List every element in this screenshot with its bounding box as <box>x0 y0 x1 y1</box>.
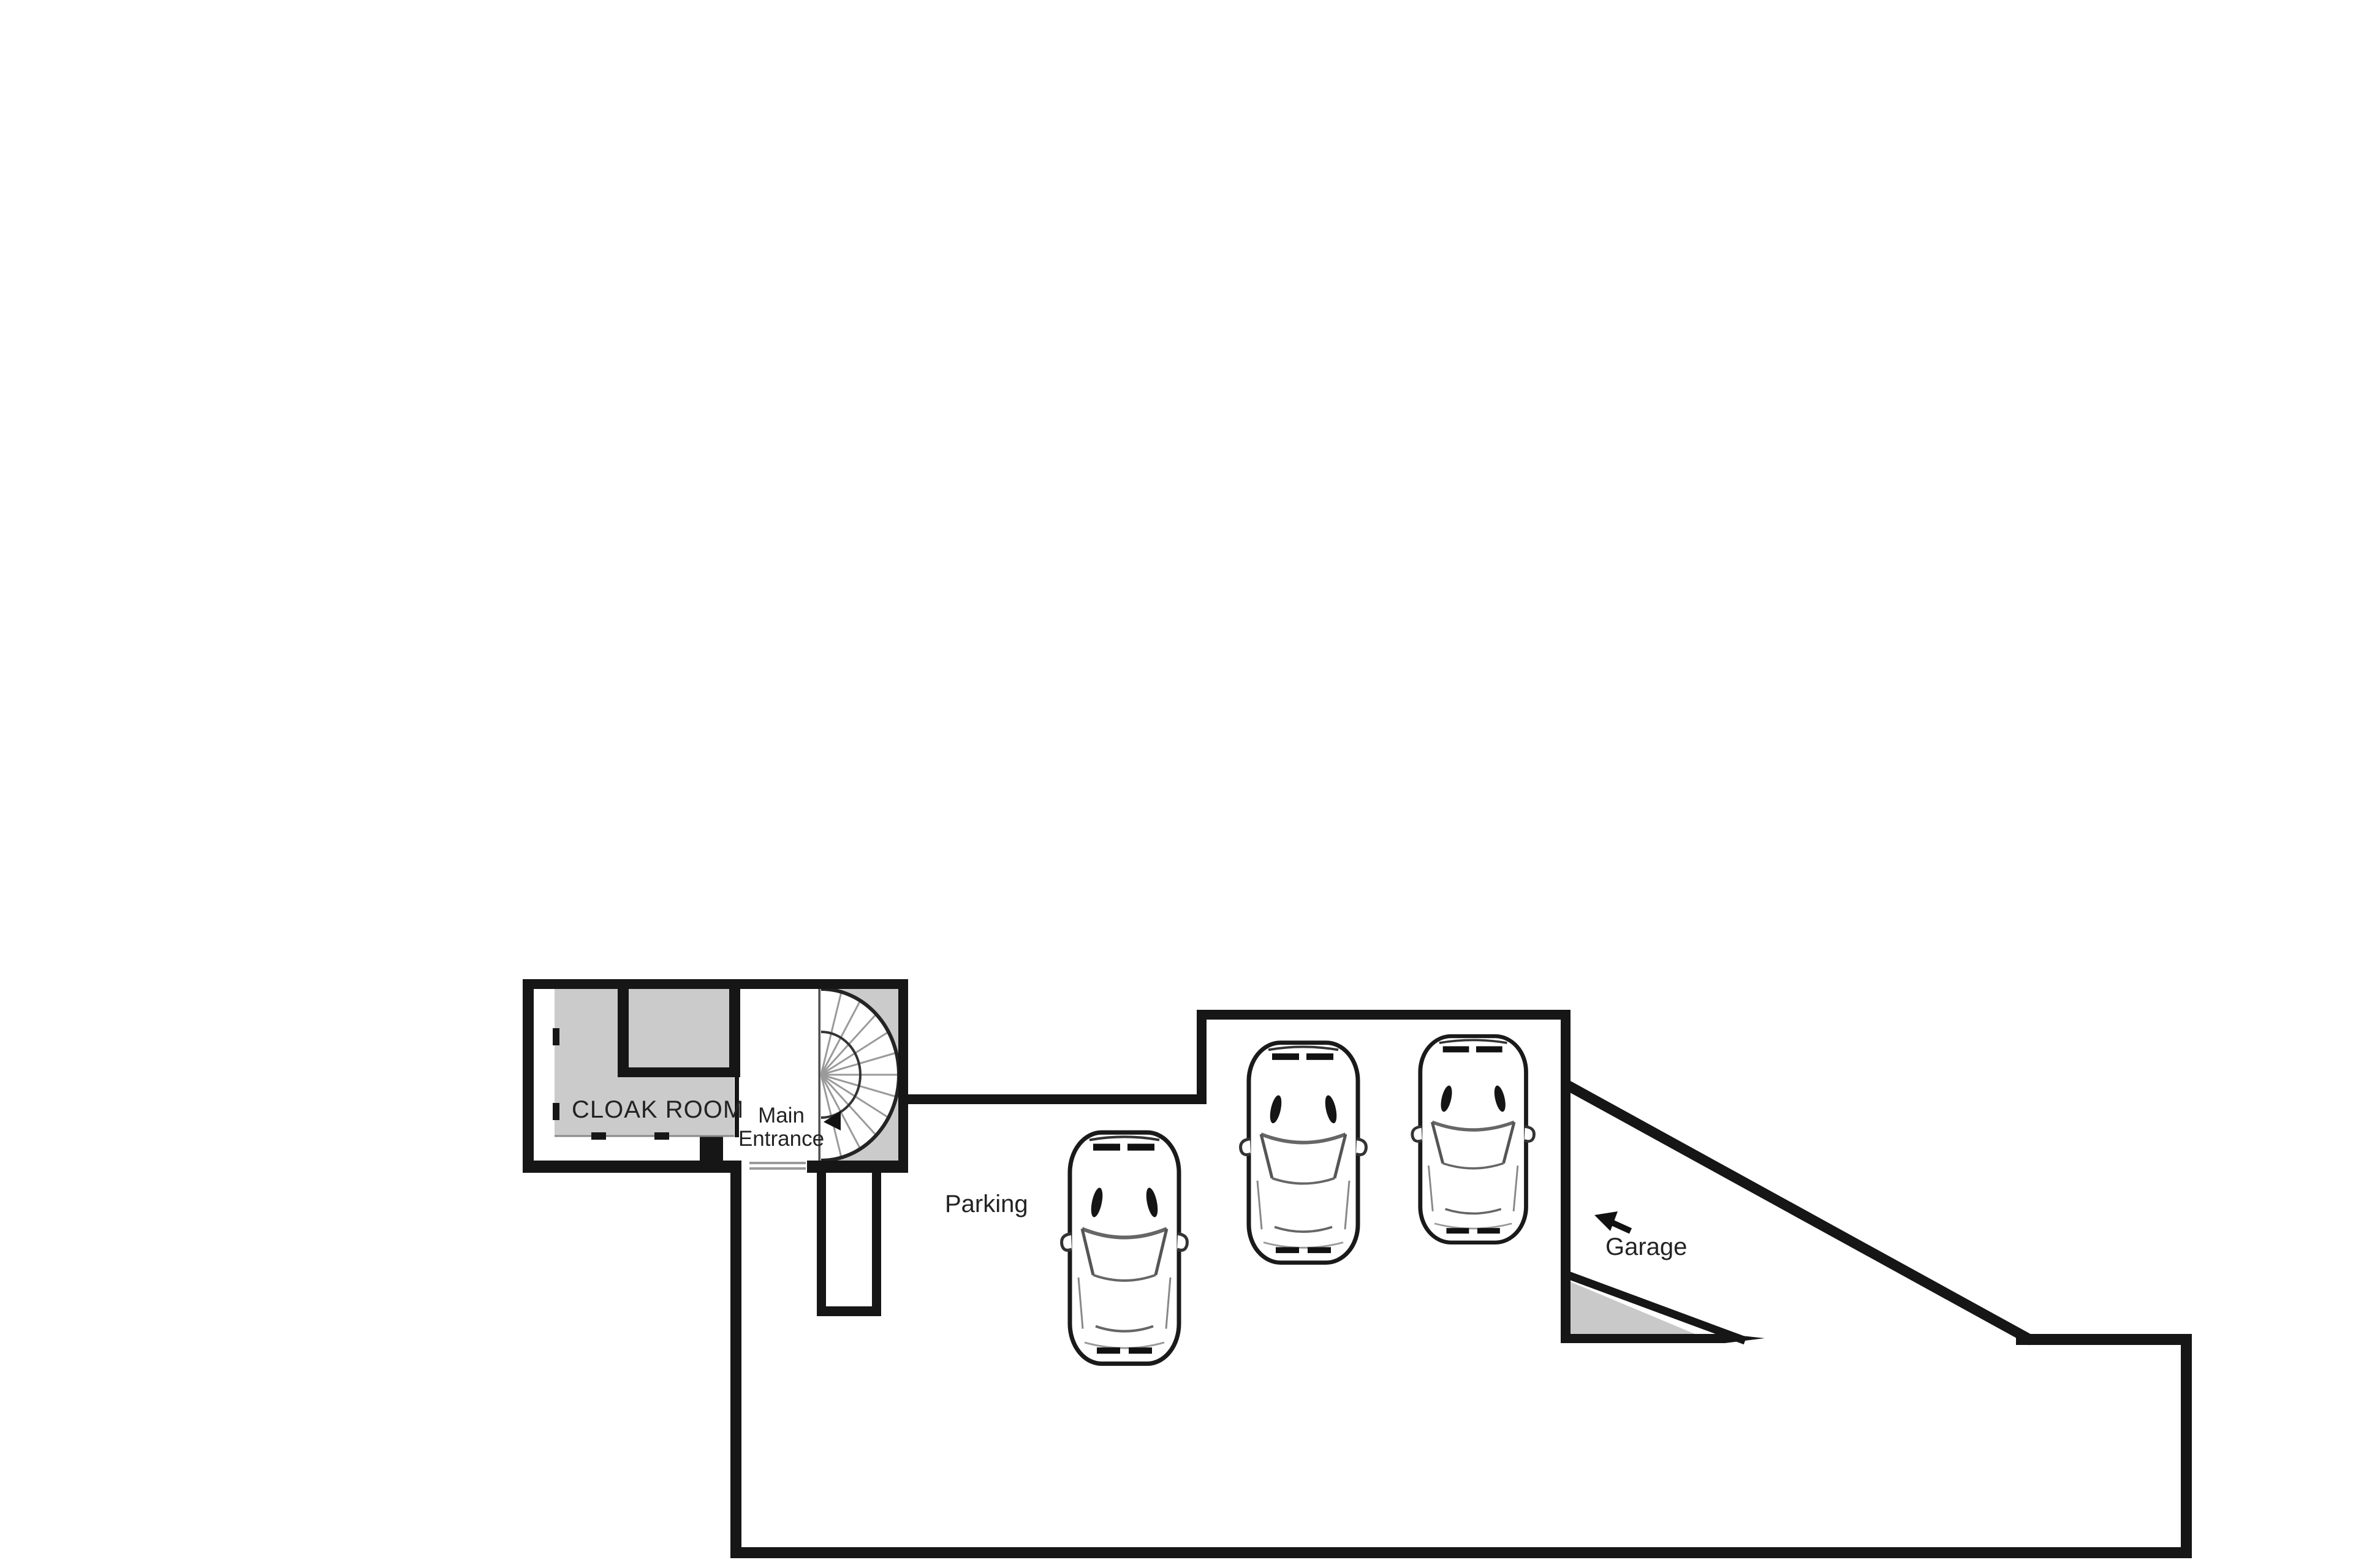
wall-building-bottom-right <box>807 1161 908 1173</box>
parked-cars <box>1062 1036 1534 1364</box>
wall-parking-top-high <box>1197 1010 1571 1020</box>
car-icon <box>1241 1043 1366 1263</box>
main-entrance-label-line1: Main <box>758 1104 805 1127</box>
closet-fill <box>629 989 729 1067</box>
garage-label: Garage <box>1605 1233 1688 1260</box>
wall-lightwell-bottom <box>817 1306 881 1316</box>
ramp-slope-wedge <box>1571 1282 1695 1334</box>
wall-building-bottom-left <box>523 1161 740 1173</box>
wall-plan-bottom <box>730 1547 2192 1558</box>
door-jamb-tick <box>553 1028 559 1045</box>
wall-hall-divider <box>729 989 740 1077</box>
wall-ramp-diagonal <box>1563 1080 2035 1346</box>
door-jamb-tick <box>553 1103 559 1120</box>
wall-lower-right-top <box>2016 1334 2192 1345</box>
walls <box>523 979 2192 1558</box>
wall-building-right <box>898 979 908 1173</box>
wall-closet-vertical <box>618 989 629 1077</box>
stair-direction-arrow-icon <box>824 1111 841 1131</box>
wall-lightwell-right <box>872 1173 881 1316</box>
spiral-staircase <box>818 987 901 1162</box>
wall-plan-right <box>2181 1334 2192 1558</box>
wall-closet-horizontal <box>618 1067 740 1077</box>
wall-ramp-wedge-edge <box>1561 1269 1747 1345</box>
wall-garage-left <box>1561 1011 1571 1343</box>
wall-parking-top-low <box>908 1094 1207 1104</box>
main-entrance-label: Main Entrance <box>723 1104 839 1151</box>
wall-lightwell-left <box>817 1173 826 1316</box>
wall-building-left <box>523 979 534 1173</box>
parking-label: Parking <box>945 1191 1028 1218</box>
wall-building-top <box>523 979 908 989</box>
cloak-room-fill <box>555 1077 734 1136</box>
cloak-room-label: CLOAK ROOM <box>572 1096 745 1123</box>
wall-parking-step <box>1197 1010 1207 1104</box>
garage-arrow-icon <box>1594 1211 1632 1234</box>
counter-tick <box>654 1132 669 1140</box>
car-icon <box>1412 1036 1534 1243</box>
main-entrance-label-line2: Entrance <box>738 1127 825 1151</box>
counter-tick <box>591 1132 606 1140</box>
car-icon <box>1062 1132 1188 1363</box>
wall-garage-bottom <box>1561 1334 1725 1343</box>
wall-hall-divider-thin <box>735 1077 739 1137</box>
wall-west <box>730 1161 741 1558</box>
plan-details <box>553 1028 1632 1234</box>
entrance-door-threshold <box>749 1162 806 1170</box>
wall-stub <box>700 1137 723 1161</box>
